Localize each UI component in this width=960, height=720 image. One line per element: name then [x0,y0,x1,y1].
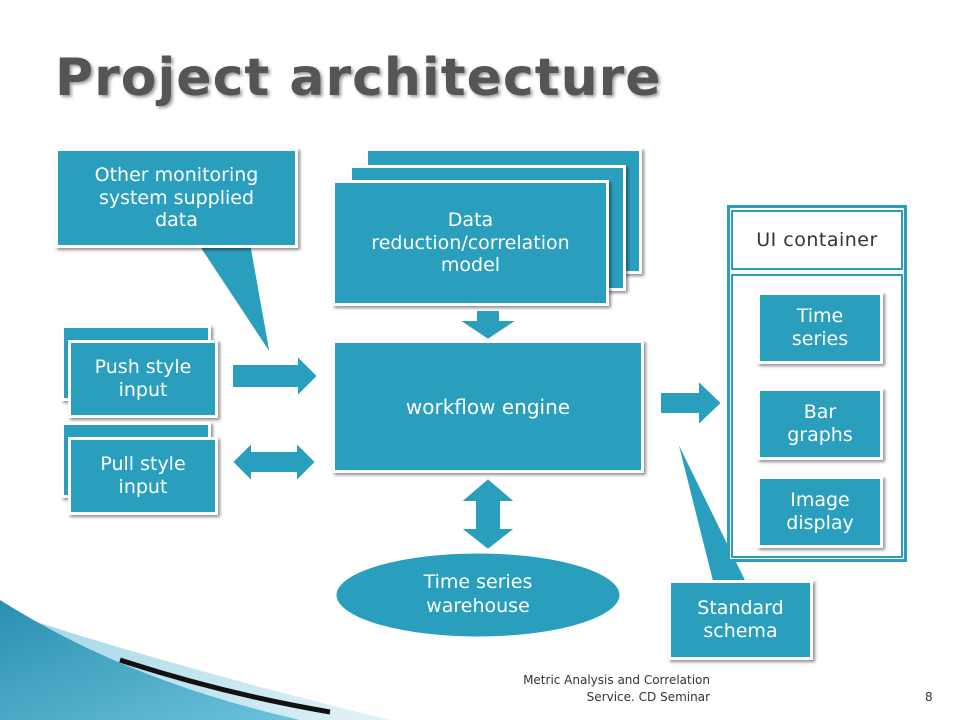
push-arrow [231,352,320,400]
image-display-line1: Image [790,489,850,512]
pull-input-line1: Pull style [100,453,186,476]
other-monitoring-line2: system supplied [98,186,255,209]
page-number: 8 [925,690,933,704]
image-display-box: Image display [757,476,883,548]
slide-title: Project architecture [55,48,662,108]
standard-schema-line1: Standard [697,597,784,620]
ui-container-title: UI container [731,210,903,270]
bar-graphs-box: Bar graphs [757,388,883,460]
time-series-line1: Time [796,305,844,328]
workflow-engine-label: workflow engine [405,394,571,419]
warehouse-line2: warehouse [426,595,530,617]
model-to-engine-arrow [454,309,522,342]
push-input-line1: Push style [94,356,192,379]
data-model-line1: Data [447,208,494,231]
image-display-line2: display [786,512,854,534]
pull-input-box: Pull style input [68,437,218,515]
warehouse-label: Time series warehouse [340,555,616,635]
footer-line2: Service. CD Seminar [586,689,710,704]
other-monitoring-line3: data [155,209,198,232]
engine-to-ui-arrow [659,377,724,429]
standard-schema-line2: schema [703,620,778,642]
data-model-line3: model [440,254,501,277]
push-input-line2: input [118,379,168,401]
pull-input-line2: input [118,476,168,498]
push-input-box: Push style input [68,340,218,418]
engine-warehouse-double-arrow [457,476,519,552]
warehouse-ellipse [333,550,623,640]
footer-line1: Metric Analysis and Correlation [523,673,710,687]
workflow-engine-box: workflow engine [332,340,644,473]
time-series-box: Time series [757,292,883,364]
other-monitoring-callout: Other monitoring system supplied data [55,148,298,248]
pull-double-arrow [230,439,318,485]
slide-footer: Metric Analysis and Correlation Service.… [470,672,710,706]
data-model-box: Data reduction/correlation model [332,180,609,306]
warehouse-line1: Time series [423,571,533,594]
standard-schema-callout: Standard schema [668,580,813,660]
other-monitoring-line1: Other monitoring [94,163,259,186]
data-model-line2: reduction/correlation [371,231,570,254]
time-series-line2: series [791,328,849,350]
bar-graphs-line1: Bar [803,401,837,424]
bar-graphs-line2: graphs [787,424,853,446]
